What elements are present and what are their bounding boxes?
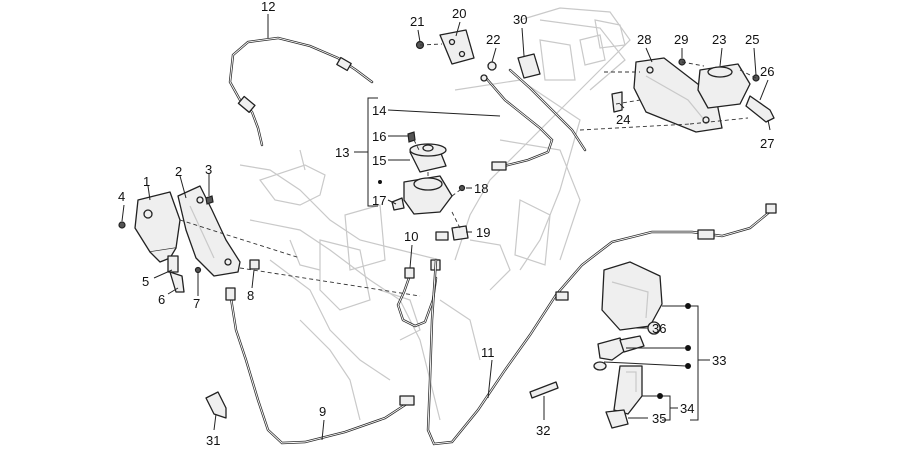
callout-labels: 1 2 3 4 5 6 7 8 9 10 11 12 13 14 15 16 1… bbox=[118, 0, 774, 448]
callout-9: 9 bbox=[319, 404, 326, 419]
callout-16: 16 bbox=[372, 129, 386, 144]
part-4-screw bbox=[118, 221, 126, 229]
part-22-fitting bbox=[480, 61, 497, 82]
callout-18: 18 bbox=[474, 181, 488, 196]
part-1-actuator bbox=[134, 191, 181, 273]
bracket-33 bbox=[603, 303, 710, 421]
callout-31: 31 bbox=[206, 433, 220, 448]
bracket-13 bbox=[367, 97, 382, 207]
part-8-nut bbox=[249, 259, 260, 270]
callout-24: 24 bbox=[616, 112, 630, 127]
part-33-ecu bbox=[601, 261, 663, 331]
callout-25: 25 bbox=[745, 32, 759, 47]
assembly-lines bbox=[179, 43, 757, 297]
callout-5: 5 bbox=[142, 274, 149, 289]
part-7-fastener bbox=[194, 266, 202, 274]
callout-32: 32 bbox=[536, 423, 550, 438]
callout-35: 35 bbox=[652, 411, 666, 426]
cable-9 bbox=[225, 287, 415, 445]
part-16-screw bbox=[407, 131, 416, 143]
part-30-bracket bbox=[517, 53, 541, 79]
bracket-34 bbox=[628, 327, 678, 421]
callout-1: 1 bbox=[143, 174, 150, 189]
part-2-bracket bbox=[177, 185, 241, 277]
part-15-lock-housing bbox=[409, 143, 447, 173]
callout-7: 7 bbox=[193, 296, 200, 311]
ghost-frame bbox=[239, 7, 631, 421]
callout-15: 15 bbox=[372, 153, 386, 168]
callout-11: 11 bbox=[481, 345, 495, 360]
callout-6: 6 bbox=[158, 292, 165, 307]
callout-34: 34 bbox=[680, 401, 694, 416]
callout-3: 3 bbox=[205, 162, 212, 177]
callout-30: 30 bbox=[513, 12, 527, 27]
leader-lines bbox=[121, 14, 771, 441]
cable-11 bbox=[426, 203, 777, 446]
callout-14: 14 bbox=[372, 103, 386, 118]
part-26-rod bbox=[745, 95, 775, 123]
callout-19: 19 bbox=[476, 225, 490, 240]
callout-2: 2 bbox=[175, 164, 182, 179]
callout-4: 4 bbox=[118, 189, 125, 204]
callout-29: 29 bbox=[674, 32, 688, 47]
callout-27: 27 bbox=[760, 136, 774, 151]
callout-28: 28 bbox=[637, 32, 651, 47]
part-31-clip bbox=[205, 391, 227, 419]
callout-33: 33 bbox=[712, 353, 726, 368]
callout-17: 17 bbox=[372, 193, 386, 208]
part-17-lock-body bbox=[391, 175, 466, 215]
callout-13: 13 bbox=[335, 145, 349, 160]
part-34-key-fob bbox=[613, 365, 643, 415]
callout-12: 12 bbox=[261, 0, 275, 14]
part-28-plate bbox=[633, 57, 723, 133]
part-24-pin bbox=[611, 91, 623, 113]
callout-21: 21 bbox=[410, 14, 424, 29]
callout-22: 22 bbox=[486, 32, 500, 47]
cable-12 bbox=[228, 36, 374, 147]
part-33-key-switch bbox=[593, 335, 645, 371]
part-20-hinge bbox=[439, 29, 475, 65]
part-35-key bbox=[605, 409, 629, 429]
callout-36: 36 bbox=[652, 321, 666, 336]
part-23-actuator bbox=[697, 63, 751, 109]
part-5-rod bbox=[169, 271, 185, 293]
part-32-strip bbox=[529, 381, 559, 399]
callout-8: 8 bbox=[247, 288, 254, 303]
part-19-clip bbox=[451, 225, 469, 241]
callout-26: 26 bbox=[760, 64, 774, 79]
callout-20: 20 bbox=[452, 6, 466, 21]
cable-14 bbox=[484, 68, 587, 171]
part-3-screw bbox=[205, 195, 214, 205]
callout-10: 10 bbox=[404, 229, 418, 244]
callout-23: 23 bbox=[712, 32, 726, 47]
